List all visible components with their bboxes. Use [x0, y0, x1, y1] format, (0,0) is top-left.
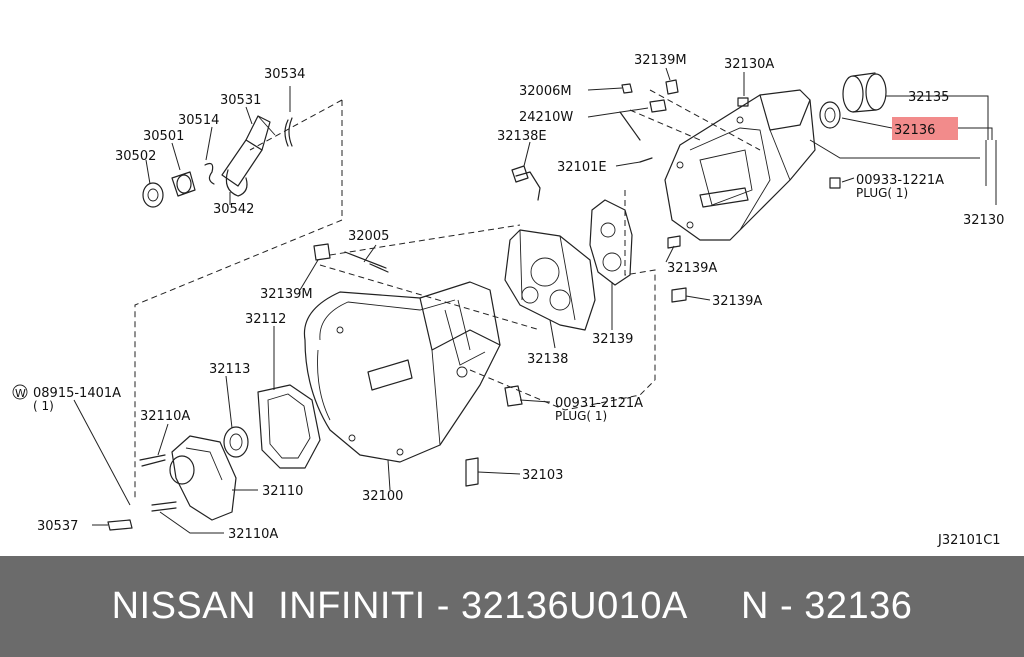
- highlight-32136: [892, 117, 958, 140]
- washer-symbol: [12, 384, 28, 400]
- label-30501: 30501: [143, 129, 184, 144]
- label-30534: 30534: [264, 67, 305, 82]
- label-32110A-top: 32110A: [140, 409, 190, 424]
- label-08915: 08915-1401A: [33, 386, 121, 401]
- label-30514: 30514: [178, 113, 219, 128]
- label-32138E: 32138E: [497, 129, 547, 144]
- dashed-guides: [134, 89, 761, 498]
- label-00933: 00933-1221A: [856, 173, 944, 188]
- label-32130: 32130: [963, 213, 1004, 228]
- gasket-32112: [257, 384, 321, 469]
- transmission-case-32130: [664, 89, 816, 241]
- bearing-32135: [842, 72, 887, 113]
- leader-lines: [73, 67, 997, 534]
- clutch-housing: [303, 281, 501, 463]
- label-32139A-1: 32139A: [667, 261, 717, 276]
- label-32139: 32139: [592, 332, 633, 347]
- washer-symbol-letter: W: [15, 387, 26, 400]
- label-32110A-bottom: 32110A: [228, 527, 278, 542]
- label-32112: 32112: [245, 312, 286, 327]
- label-30542: 30542: [213, 202, 254, 217]
- label-00931: 00931-2121A: [555, 396, 643, 411]
- clutch-fork-assembly: [142, 115, 293, 208]
- adapter-plate-32138: [504, 229, 596, 331]
- label-32005: 32005: [348, 229, 389, 244]
- label-30537: 30537: [37, 519, 78, 534]
- parts-diagram: W 30534 30531 30514 30501 30502 30542 32…: [12, 53, 1005, 548]
- label-30531: 30531: [220, 93, 261, 108]
- label-00933-plug: PLUG( 1): [856, 186, 908, 200]
- label-00931-plug: PLUG( 1): [555, 409, 607, 423]
- label-32136: 32136: [894, 123, 935, 138]
- label-32101E: 32101E: [557, 160, 607, 175]
- label-32139A-2: 32139A: [712, 294, 762, 309]
- seal-32136: [819, 101, 841, 129]
- label-32110: 32110: [262, 484, 303, 499]
- label-08915-qty: ( 1): [33, 399, 54, 413]
- label-32006M: 32006M: [519, 84, 572, 99]
- label-32139M-top: 32139M: [634, 53, 687, 68]
- fasteners: [313, 79, 841, 487]
- label-32139M-mid: 32139M: [260, 287, 313, 302]
- label-32103: 32103: [522, 468, 563, 483]
- label-30502: 30502: [115, 149, 156, 164]
- footer-part-number: NISSAN INFINITI - 32136U010A N - 32136: [0, 556, 1024, 657]
- label-32113: 32113: [209, 362, 250, 377]
- diagram-ref-code: J32101C1: [937, 533, 1001, 548]
- front-cover-32110: [107, 435, 237, 531]
- label-32130A: 32130A: [724, 57, 774, 72]
- label-24210W: 24210W: [519, 110, 573, 125]
- plate-32139: [589, 199, 633, 286]
- oil-seal-32113: [223, 426, 249, 458]
- label-32138: 32138: [527, 352, 568, 367]
- label-32100: 32100: [362, 489, 403, 504]
- label-32135: 32135: [908, 90, 949, 105]
